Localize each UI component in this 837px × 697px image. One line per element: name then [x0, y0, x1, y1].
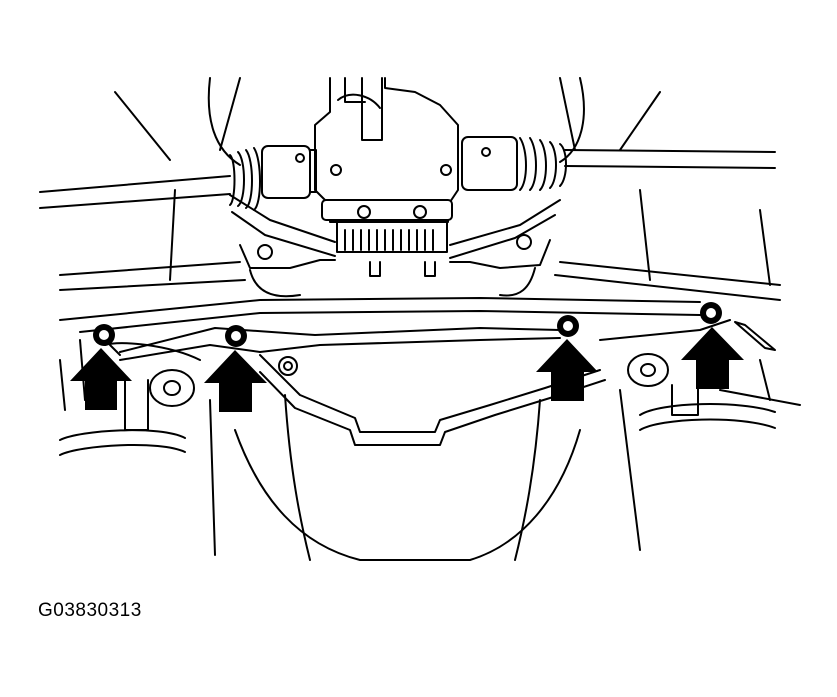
right-strut-mount [627, 321, 776, 431]
rear-crossmember [59, 194, 781, 361]
right-drive-shaft [461, 136, 776, 191]
callout-arrows [70, 327, 744, 412]
mounting-nuts [93, 302, 722, 347]
left-drive-shaft [39, 145, 317, 211]
arrow-up-icon [536, 339, 598, 401]
nut-icon [700, 302, 722, 324]
lower-frame [59, 339, 801, 561]
body-outline [114, 77, 771, 286]
nut-icon [557, 315, 579, 337]
nut-icon [225, 325, 247, 347]
nut-icon [93, 324, 115, 346]
differential-carrier [314, 77, 459, 277]
arrow-up-icon [681, 327, 744, 389]
figure-code: G03830313 [38, 600, 142, 621]
arrow-up-icon [70, 348, 132, 410]
arrow-up-icon [204, 350, 267, 412]
